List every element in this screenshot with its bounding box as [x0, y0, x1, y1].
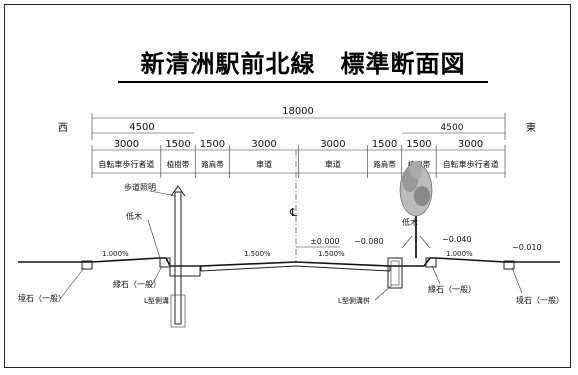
segment-ticks: [91, 145, 506, 178]
leader: [59, 267, 85, 300]
east-label: 東: [526, 121, 536, 134]
road-pavement-lower: [200, 265, 391, 272]
label-grade-level: ±0.000: [310, 237, 340, 246]
west-label: 西: [58, 123, 68, 134]
leader: [511, 267, 523, 294]
label-gutter-left: L型側溝: [144, 296, 169, 305]
right-group-label: 4500: [441, 123, 464, 133]
segment-label: 3000: [458, 139, 483, 150]
label-curb-outer-left: 境石（一般）: [18, 293, 66, 303]
zone-label: 路肩帯: [373, 159, 396, 169]
zone-label: 路肩帯: [201, 159, 224, 169]
segment-label: 1500: [372, 139, 397, 150]
zone-label: 車道: [325, 159, 341, 169]
gutter-inner: [390, 260, 400, 286]
curb-inner-right-block: [425, 257, 437, 268]
segment-label: 3000: [320, 139, 345, 150]
leader: [374, 284, 393, 301]
label-slope-road-right: 1.500%: [318, 250, 345, 258]
leader: [431, 265, 441, 285]
label-curb-outer-right: 境石（一般）: [516, 295, 564, 305]
light-pole: [174, 191, 182, 325]
segment-label: 3000: [114, 139, 139, 150]
zone-label: 車道: [256, 159, 272, 169]
label-shrub-right: 低木: [402, 217, 418, 227]
label-curb-inner-left: 縁石（一般）: [113, 279, 161, 289]
drawing-frame: [4, 4, 571, 368]
label-street-light: 歩道照明: [124, 182, 156, 192]
light-pole-head: [170, 185, 186, 197]
zone-label: 自転車歩行者道: [98, 159, 154, 169]
gutter-right-inlet: [387, 257, 403, 289]
label-shrub-left: 低木: [126, 211, 142, 221]
left-group-label: 4500: [129, 122, 154, 133]
zone-label: 植樹帯: [167, 159, 190, 169]
light-pole-footing: [170, 294, 186, 328]
label-offset-right: −0.040: [442, 235, 472, 244]
label-edge-right: −0.010: [512, 243, 542, 252]
tree-icon: [399, 161, 433, 258]
drawing-title: 新清洲駅前北線 標準断面図: [118, 44, 488, 83]
label-offset-left: −0.080: [354, 237, 384, 246]
label-slope-sidewalk-right: 1.000%: [446, 250, 473, 258]
label-slope-road-left: 1.500%: [244, 250, 271, 258]
segment-label: 1500: [165, 139, 190, 150]
curb-outer-left-block: [81, 260, 93, 270]
curb-inner-left-block: [159, 257, 171, 268]
segment-label: 1500: [200, 139, 225, 150]
label-slope-sidewalk-left: 1.000%: [102, 250, 129, 258]
gutter-left-shape: [169, 265, 201, 277]
centerline-symbol: ℄: [289, 206, 297, 219]
label-curb-inner-right: 縁石（一般）: [428, 284, 476, 294]
segment-label: 3000: [251, 139, 276, 150]
segment-label: 1500: [406, 139, 431, 150]
road-surface: [18, 257, 560, 267]
leader: [149, 190, 177, 197]
leader: [151, 265, 163, 286]
zone-label: 自転車歩行者道: [443, 159, 499, 169]
segment-labels: 3000 1500 1500 3000 3000 1500 1500 3000: [114, 139, 484, 150]
shrub-leader: [147, 219, 161, 259]
label-gutter-right: L型側溝桝: [338, 296, 370, 305]
curb-outer-right-block: [503, 260, 515, 270]
total-dimension-label: 18000: [282, 106, 314, 117]
